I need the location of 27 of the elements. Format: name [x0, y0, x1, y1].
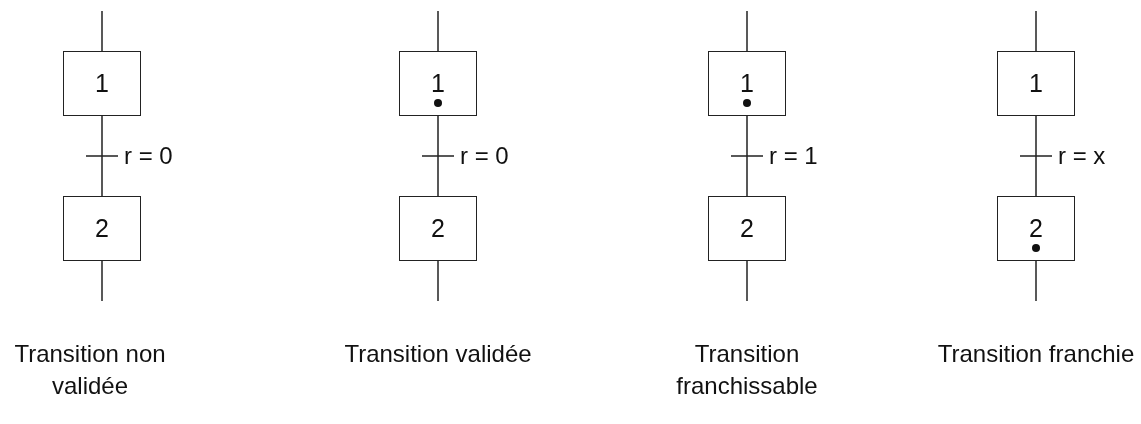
link-line: [1035, 260, 1037, 302]
step-box: 2: [708, 196, 786, 261]
link-line: [746, 260, 748, 302]
token-dot: [433, 99, 442, 107]
step-box: 2: [399, 196, 477, 261]
caption-text: Transition non validée: [13, 339, 167, 401]
transition-link: [1019, 115, 1053, 197]
step-box: 2: [63, 196, 141, 261]
token-dot: [742, 99, 751, 107]
step-box: 1: [708, 51, 786, 116]
link-line: [101, 10, 103, 52]
link-line: [746, 10, 748, 52]
transition-link: [421, 115, 455, 197]
caption-text: Transition validée: [343, 339, 533, 369]
link-line: [437, 260, 439, 302]
transition-link: [730, 115, 764, 197]
step-box: 1: [63, 51, 141, 116]
caption-text: Transition franchie: [936, 339, 1136, 369]
link-line: [101, 260, 103, 302]
link-line: [1035, 10, 1037, 52]
transition-link: [85, 115, 119, 197]
step-box: 1: [997, 51, 1075, 116]
link-line: [437, 10, 439, 52]
token-dot: [1031, 244, 1040, 252]
step-box: 1: [399, 51, 477, 116]
caption-text: Transition franchissable: [675, 339, 819, 401]
step-box: 2: [997, 196, 1075, 261]
